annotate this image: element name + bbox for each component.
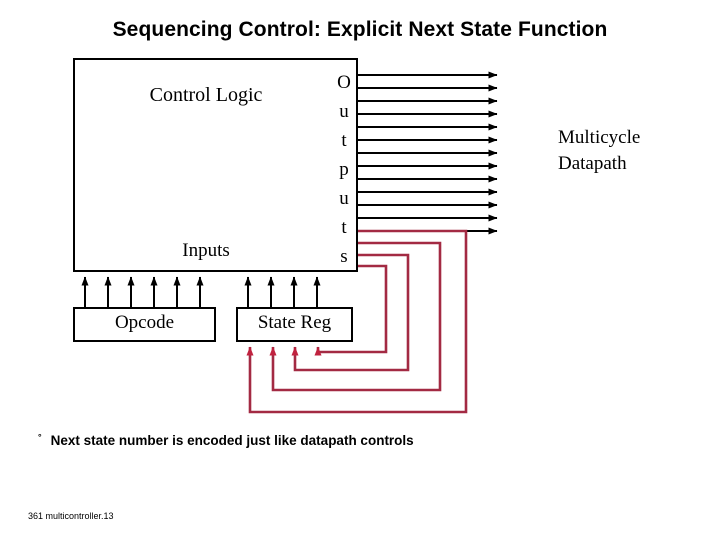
outputs-letter: s: [340, 246, 348, 267]
control-logic-box[interactable]: [73, 58, 358, 272]
multicycle-datapath-note: Multicycle Datapath: [558, 125, 718, 177]
outputs-letter: p: [339, 159, 349, 180]
feedback-loop-3: [291, 253, 410, 372]
feedback-loop-1: [246, 229, 468, 414]
feedback-loop-4: [314, 264, 388, 356]
feedback-loop-group: [246, 229, 468, 414]
bullet-row: ° Next state number is encoded just like …: [38, 432, 688, 448]
page-title: Sequencing Control: Explicit Next State …: [112, 18, 608, 41]
inputs-label: Inputs: [182, 240, 230, 261]
bullet-text: Next state number is encoded just like d…: [50, 433, 414, 448]
outputs-letter: O: [337, 72, 351, 93]
outputs-letter: t: [341, 130, 347, 151]
bullet-degree-icon: °: [38, 432, 42, 442]
outputs-letter: u: [339, 101, 349, 122]
control-logic-label: Control Logic: [149, 84, 263, 106]
footer-text: 361 multicontroller.13: [28, 511, 114, 521]
outputs-letter: u: [339, 188, 349, 209]
output-arrow-group: [358, 71, 498, 235]
datapath-note-line-1: Multicycle: [558, 127, 641, 148]
datapath-note-line-2: Datapath: [558, 153, 627, 174]
outputs-label: O u t p u t s: [333, 68, 355, 271]
opcode-label: Opcode: [114, 312, 175, 333]
outputs-letter: t: [341, 217, 347, 238]
state-reg-label: State Reg: [257, 312, 332, 333]
opcode-box[interactable]: [73, 307, 216, 342]
opcode-input-arrow-group: [81, 276, 204, 307]
feedback-loop-2: [269, 241, 442, 392]
state-reg-output-arrow-group: [244, 276, 321, 307]
state-reg-box[interactable]: [236, 307, 353, 342]
